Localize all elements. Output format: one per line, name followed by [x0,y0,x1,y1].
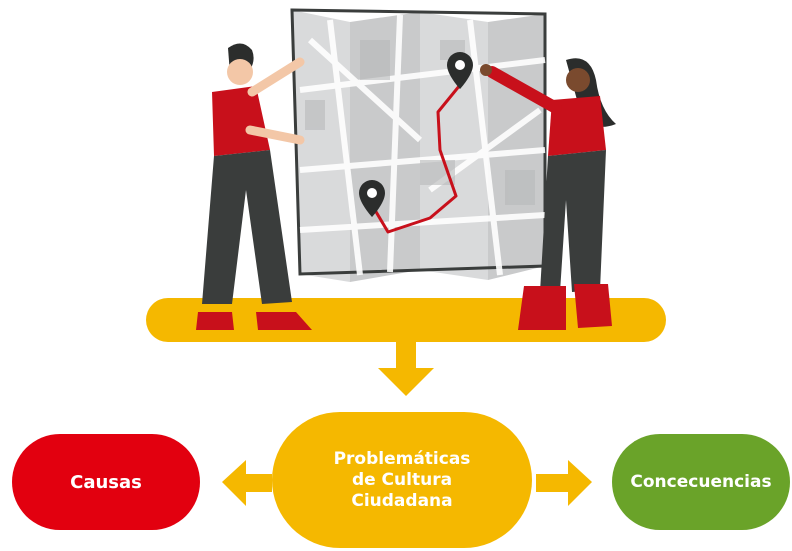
consequences-label: Concecuencias [630,472,772,492]
map-pin-icon [447,52,473,89]
central-problem-line-1: Problemáticas [333,448,471,469]
causes-node: Causas [12,434,200,530]
central-problem-node: Problemáticas de Cultura Ciudadana [272,412,532,548]
arrow-right-icon [536,460,592,506]
map-pin-icon [359,180,385,217]
folded-map [290,8,547,282]
man-figure [196,43,312,330]
central-problem-label: Problemáticas de Cultura Ciudadana [334,449,471,512]
consequences-node: Concecuencias [612,434,790,530]
route-line [370,84,462,234]
arrow-down-icon [378,340,434,396]
causes-label: Causas [70,471,142,493]
central-problem-line-2: de Cultura [351,469,453,490]
arrow-left-icon [222,460,272,506]
woman-figure [480,58,616,330]
central-problem-line-3: Ciudadana [351,490,453,511]
